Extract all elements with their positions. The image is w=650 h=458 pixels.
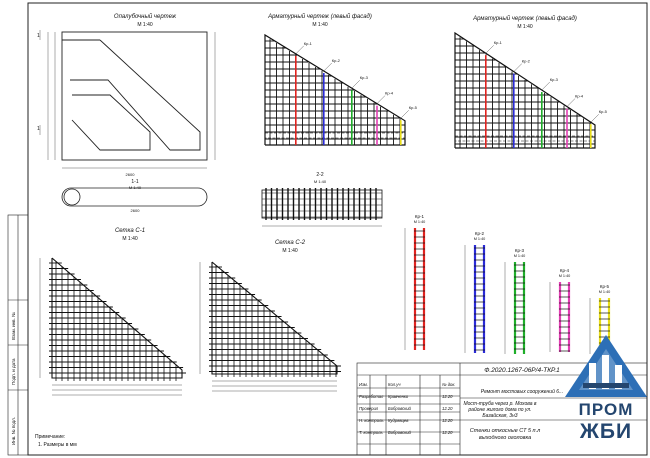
section2-title: 2-2: [316, 172, 323, 178]
stamp-role: Разработал: [359, 394, 384, 399]
leader-line: [400, 110, 409, 119]
plan-outline: [261, 189, 383, 219]
mesh-c1-scale: М 1:40: [122, 236, 138, 242]
mesh-c2-scale: М 1:40: [282, 248, 298, 254]
mesh-outline: [51, 257, 183, 379]
leader-label: Кр-1: [304, 41, 313, 46]
formwork-title: Опалубочный чертеж: [114, 13, 177, 20]
stamp-project: Ремонт мостовых сооружений 6...: [481, 388, 563, 395]
stamp-date: 12.20: [442, 394, 453, 399]
side-label-1: Взам. инв. №: [11, 312, 16, 340]
rebar-right-scale: М 1:40: [312, 22, 328, 28]
leader-line: [513, 63, 522, 72]
stamp-object-line: Базайская, 3н3: [482, 412, 517, 419]
rebar-right-title: Арматурный чертеж (левый фасад): [267, 13, 372, 20]
stamp-name: Кол.уч: [388, 382, 401, 387]
stamp-role: Т. контроль: [359, 430, 383, 435]
formwork-dimensions: [39, 30, 216, 169]
svg-text:1: 1: [37, 33, 40, 39]
svg-text:1-1: 1-1: [131, 179, 138, 185]
leader-line: [351, 80, 360, 89]
stamp-object-line: районе жилого дома по ул.: [467, 406, 531, 413]
leader-line: [376, 95, 386, 104]
stamp-date: № док.: [442, 382, 455, 387]
leader-line: [323, 62, 332, 72]
cage-scale: М 1:40: [414, 220, 426, 224]
mesh-outline: [211, 261, 338, 375]
stamp-code: Ф.2020.1267-06Р/4-ТКР.1: [484, 367, 560, 374]
stamp-role: Изм.: [359, 382, 368, 387]
side-label-2: Подп. и дата: [11, 358, 16, 385]
rebar-drawing-right: Кр-1Кр-2Кр-3Кр-4Кр-5: [454, 31, 608, 149]
notes-heading: Примечание:: [35, 434, 65, 440]
svg-text:2600: 2600: [131, 208, 141, 213]
leader-label: Кр-2: [522, 59, 531, 64]
rebar-left-title: Арматурный чертеж (левый фасад): [472, 15, 577, 22]
section-1-1: [61, 187, 208, 207]
leader-label: Кр-3: [550, 77, 559, 82]
leader-label: Кр-3: [360, 75, 369, 80]
svg-text:М 1:40: М 1:40: [129, 185, 142, 190]
leader-line: [295, 45, 304, 55]
logo-line2: ЖБИ: [579, 420, 633, 443]
leader-label: Кр-4: [385, 91, 394, 96]
stamp-role: Проверил: [359, 406, 379, 411]
stamp-date: 12.20: [442, 406, 453, 411]
formwork-outline: [61, 31, 208, 161]
stamp-object-line: Мост-труба через р. Мохова в: [463, 401, 536, 407]
leader-line: [566, 98, 576, 107]
cage-scale: М 1:40: [559, 274, 571, 278]
logo-line1: ПРОМ: [578, 400, 634, 419]
notes-item: 1. Размеры в мм: [38, 442, 77, 448]
side-label-3: Инв. № подл.: [11, 417, 16, 445]
leader-label: Кр-4: [575, 94, 584, 99]
cage-label: Кр-3: [515, 248, 525, 253]
mesh-c2-title: Сетка С-2: [275, 240, 306, 246]
rebar-outline: [454, 31, 596, 149]
cage-label: Кр-1: [415, 214, 425, 219]
stamp-sheet-line: выходного оголовка: [479, 435, 531, 441]
section2-scale: М 1:40: [314, 179, 327, 184]
cage-scale: М 1:40: [514, 254, 526, 258]
rebar-left-scale: М 1:40: [517, 24, 533, 30]
rebar-band: [454, 135, 596, 142]
cage-scale: М 1:40: [599, 290, 611, 294]
mesh-c1-drawing: [39, 257, 186, 396]
section-2-2: [261, 188, 383, 227]
stamp-rows: Изм. Кол.уч № док. Разработал Кравченко 12.20…: [359, 382, 455, 435]
rebar-band: [264, 132, 406, 139]
stamp-name: Кудрявцев: [388, 418, 409, 423]
leader-line: [541, 81, 550, 91]
stamp-date: 12.20: [442, 418, 453, 423]
stamp-sheet-line: Стенки откосные СТ 5 п.л: [470, 428, 540, 434]
leader-label: Кр-2: [332, 58, 341, 63]
leader-line: [485, 45, 494, 54]
mesh-c1-title: Сетка С-1: [115, 228, 145, 234]
cage-scale: М 1:40: [474, 237, 486, 241]
leader-label: Кр-5: [599, 109, 608, 114]
stamp-date: 12.20: [442, 430, 453, 435]
stamp-name: Кравченко: [388, 394, 409, 399]
rebar-drawing-centre: Кр-1Кр-2Кр-3Кр-4Кр-5: [264, 33, 418, 146]
svg-text:1: 1: [37, 126, 40, 132]
stamp-name: Бобровский: [388, 430, 412, 435]
rebar-outline: [264, 33, 406, 146]
leader-line: [590, 114, 599, 123]
promzhbi-logo: [565, 335, 647, 397]
formwork-scale: М 1:40: [137, 22, 153, 28]
stamp-name: Бобровский: [388, 406, 412, 411]
left-margin-table: [7, 214, 29, 456]
leader-label: Кр-1: [494, 40, 503, 45]
stamp-role: Н. контроль: [359, 418, 384, 423]
cage-label: Кр-5: [600, 284, 610, 289]
cage-label: Кр-4: [560, 268, 570, 273]
leader-label: Кр-5: [409, 105, 418, 110]
svg-text:2600: 2600: [126, 172, 136, 177]
cage-label: Кр-2: [475, 231, 485, 236]
mesh-c2-drawing: [199, 261, 341, 392]
